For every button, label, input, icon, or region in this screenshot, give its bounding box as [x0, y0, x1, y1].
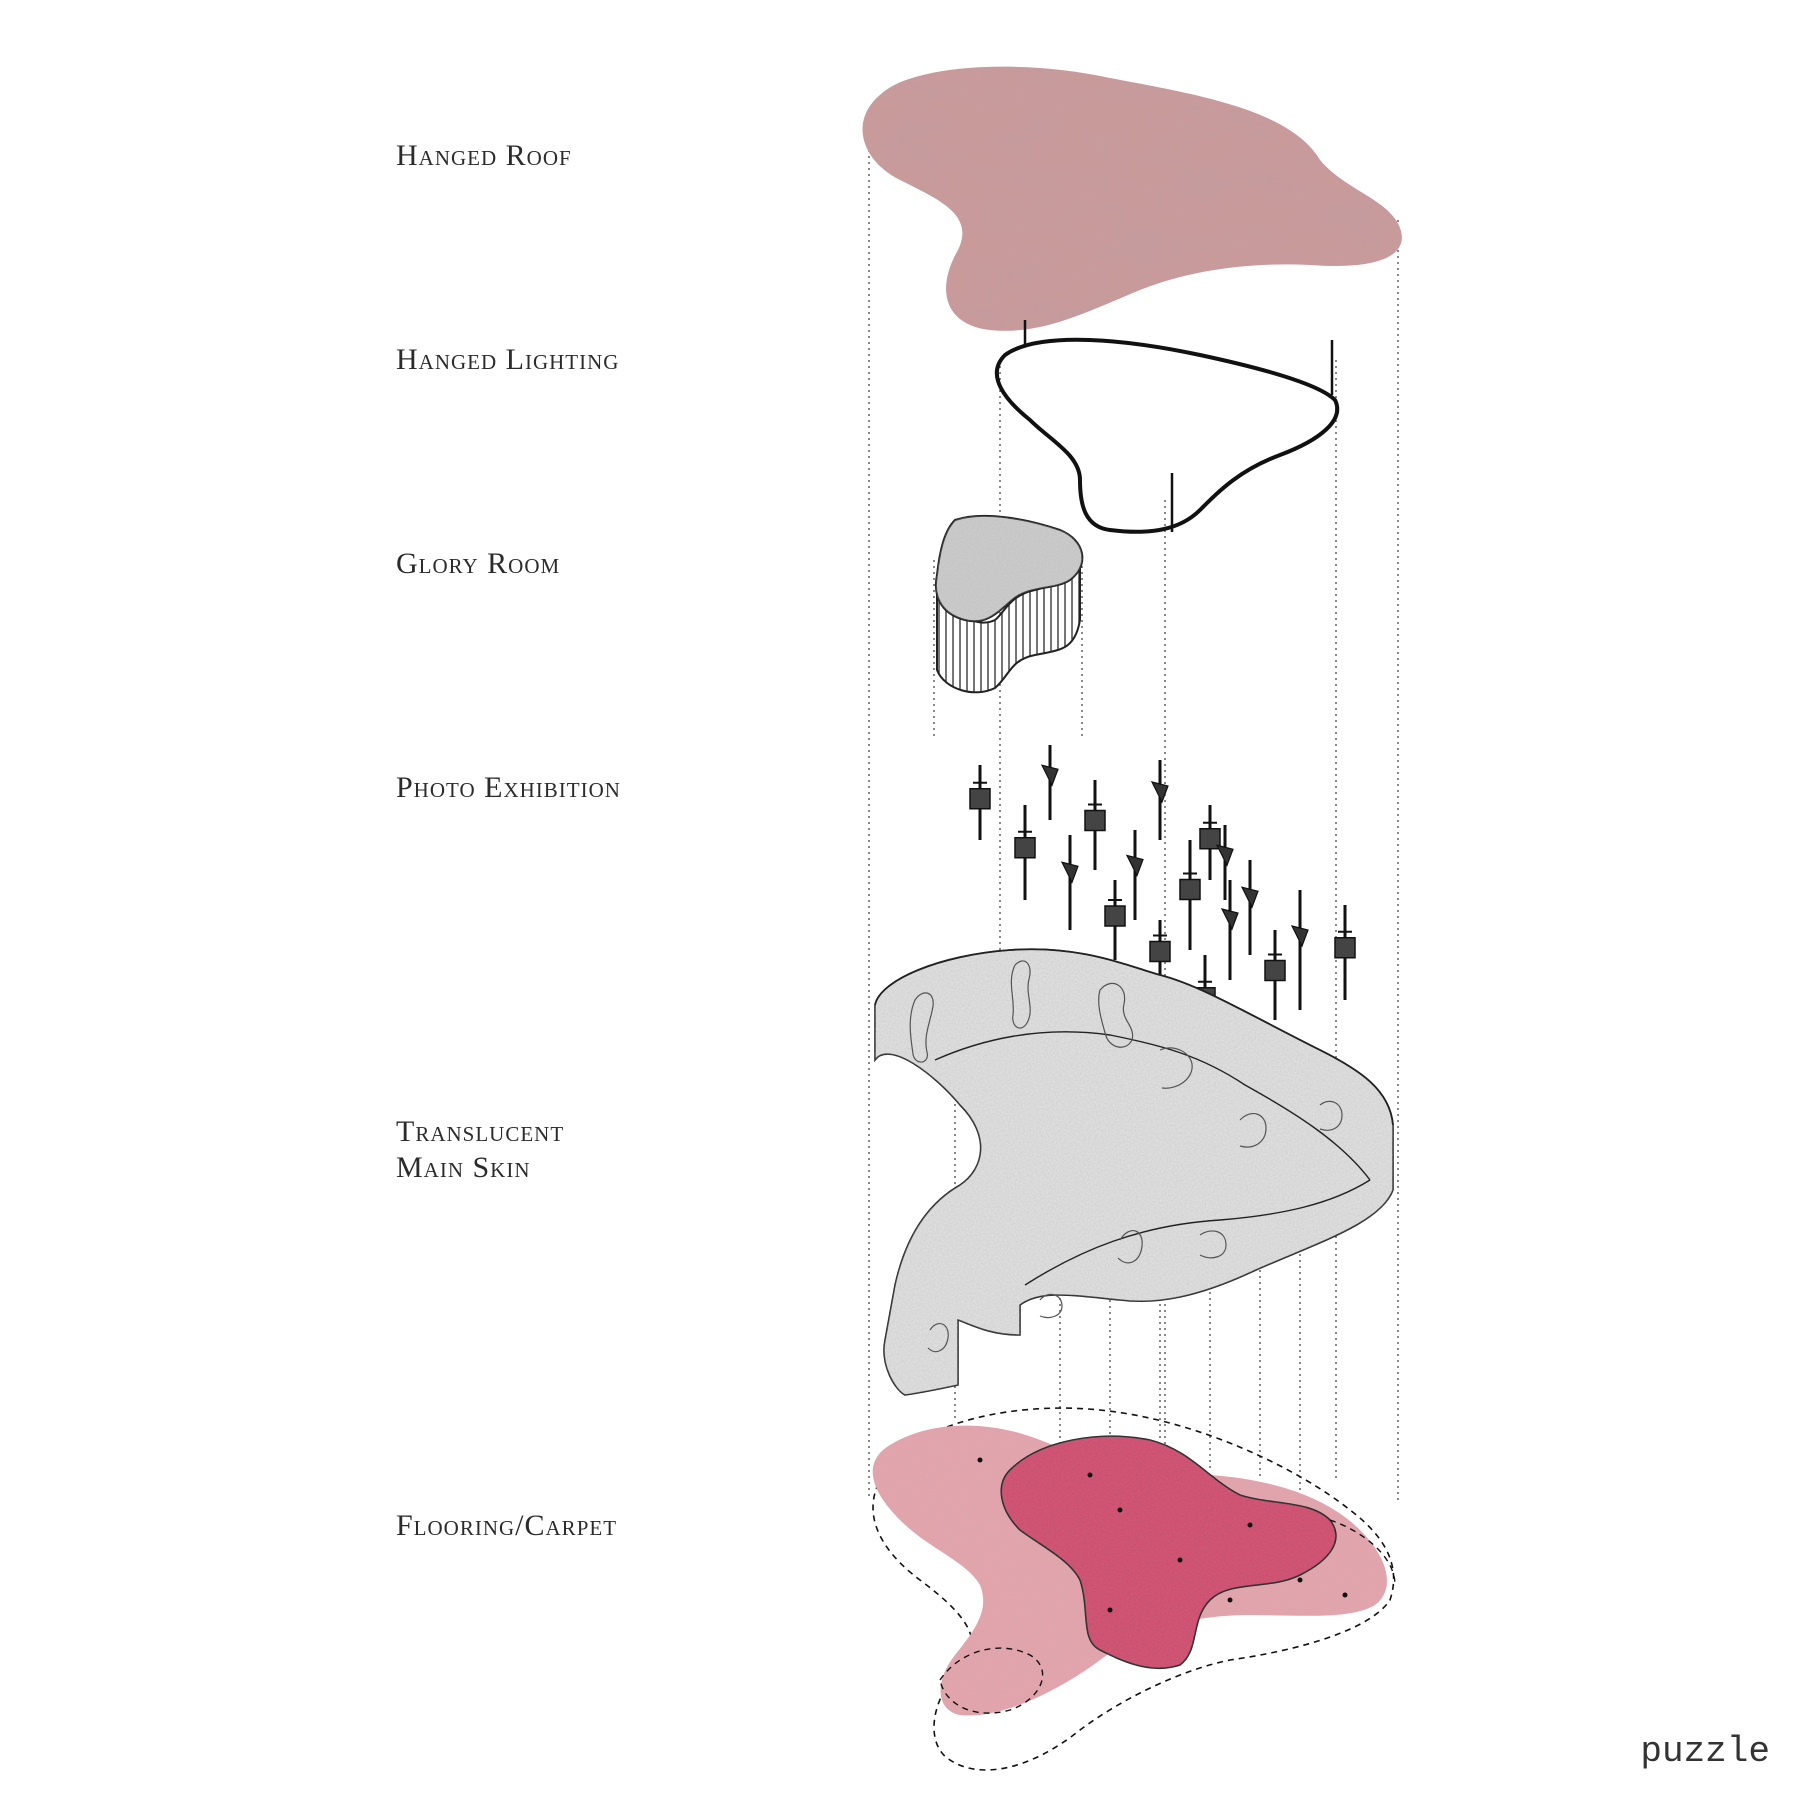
exhibition-photo-frame — [969, 788, 991, 810]
exhibition-photo-frame — [1084, 809, 1106, 832]
exhibition-photo-tag — [1060, 861, 1079, 884]
label-photo-exhibition: Photo Exhibition — [396, 771, 621, 804]
exhibition-photo-tag — [1150, 781, 1169, 804]
exhibition-photo-tag — [1215, 844, 1234, 867]
skin-lower-curve — [1024, 1179, 1371, 1286]
label-hanged-roof: Hanged Roof — [396, 139, 572, 172]
exhibition-photo-frame — [1264, 959, 1286, 982]
exhibition-photo-tag — [1290, 925, 1309, 948]
skin-inner-edge — [934, 1031, 1371, 1181]
label-hanged-lighting: Hanged Lighting — [396, 343, 620, 376]
brand-watermark: puzzle — [1640, 1731, 1770, 1772]
flooring-carpet — [872, 1407, 1396, 1771]
exhibition-photo-tag — [1220, 908, 1239, 931]
translucent-main-skin — [874, 948, 1394, 1396]
exhibition-photo-frame — [1334, 937, 1356, 959]
carpet-points — [977, 1457, 1348, 1613]
hanged-roof — [862, 66, 1402, 331]
exhibition-photo-frame — [1104, 905, 1126, 927]
label-glory-room: Glory Room — [396, 547, 561, 580]
exhibition-photo-frame — [1149, 940, 1171, 963]
label-translucent-main-skin: Translucent Main Skin — [396, 1115, 565, 1184]
glory-room — [934, 514, 1084, 694]
exhibition-photo-frame — [1199, 828, 1221, 850]
lighting-ring — [994, 337, 1339, 534]
carpet-outline-dashed — [872, 1407, 1395, 1771]
exhibition-photo-frame — [1179, 878, 1201, 901]
skin-figure-sketches — [909, 960, 1343, 1353]
exhibition-photo-tag — [1125, 854, 1144, 877]
label-flooring-carpet: Flooring/Carpet — [396, 1509, 618, 1542]
hanged-lighting — [994, 320, 1339, 534]
glory-room-walls — [936, 554, 1081, 694]
exhibition-photo-tag — [1040, 764, 1059, 787]
photo-exhibition — [969, 745, 1356, 1050]
exhibition-photo-tag — [1240, 886, 1259, 909]
carpet-dashed-inner — [939, 1647, 1044, 1714]
exhibition-photo-frame — [1014, 837, 1036, 859]
skin-top-edge — [874, 948, 1394, 1126]
